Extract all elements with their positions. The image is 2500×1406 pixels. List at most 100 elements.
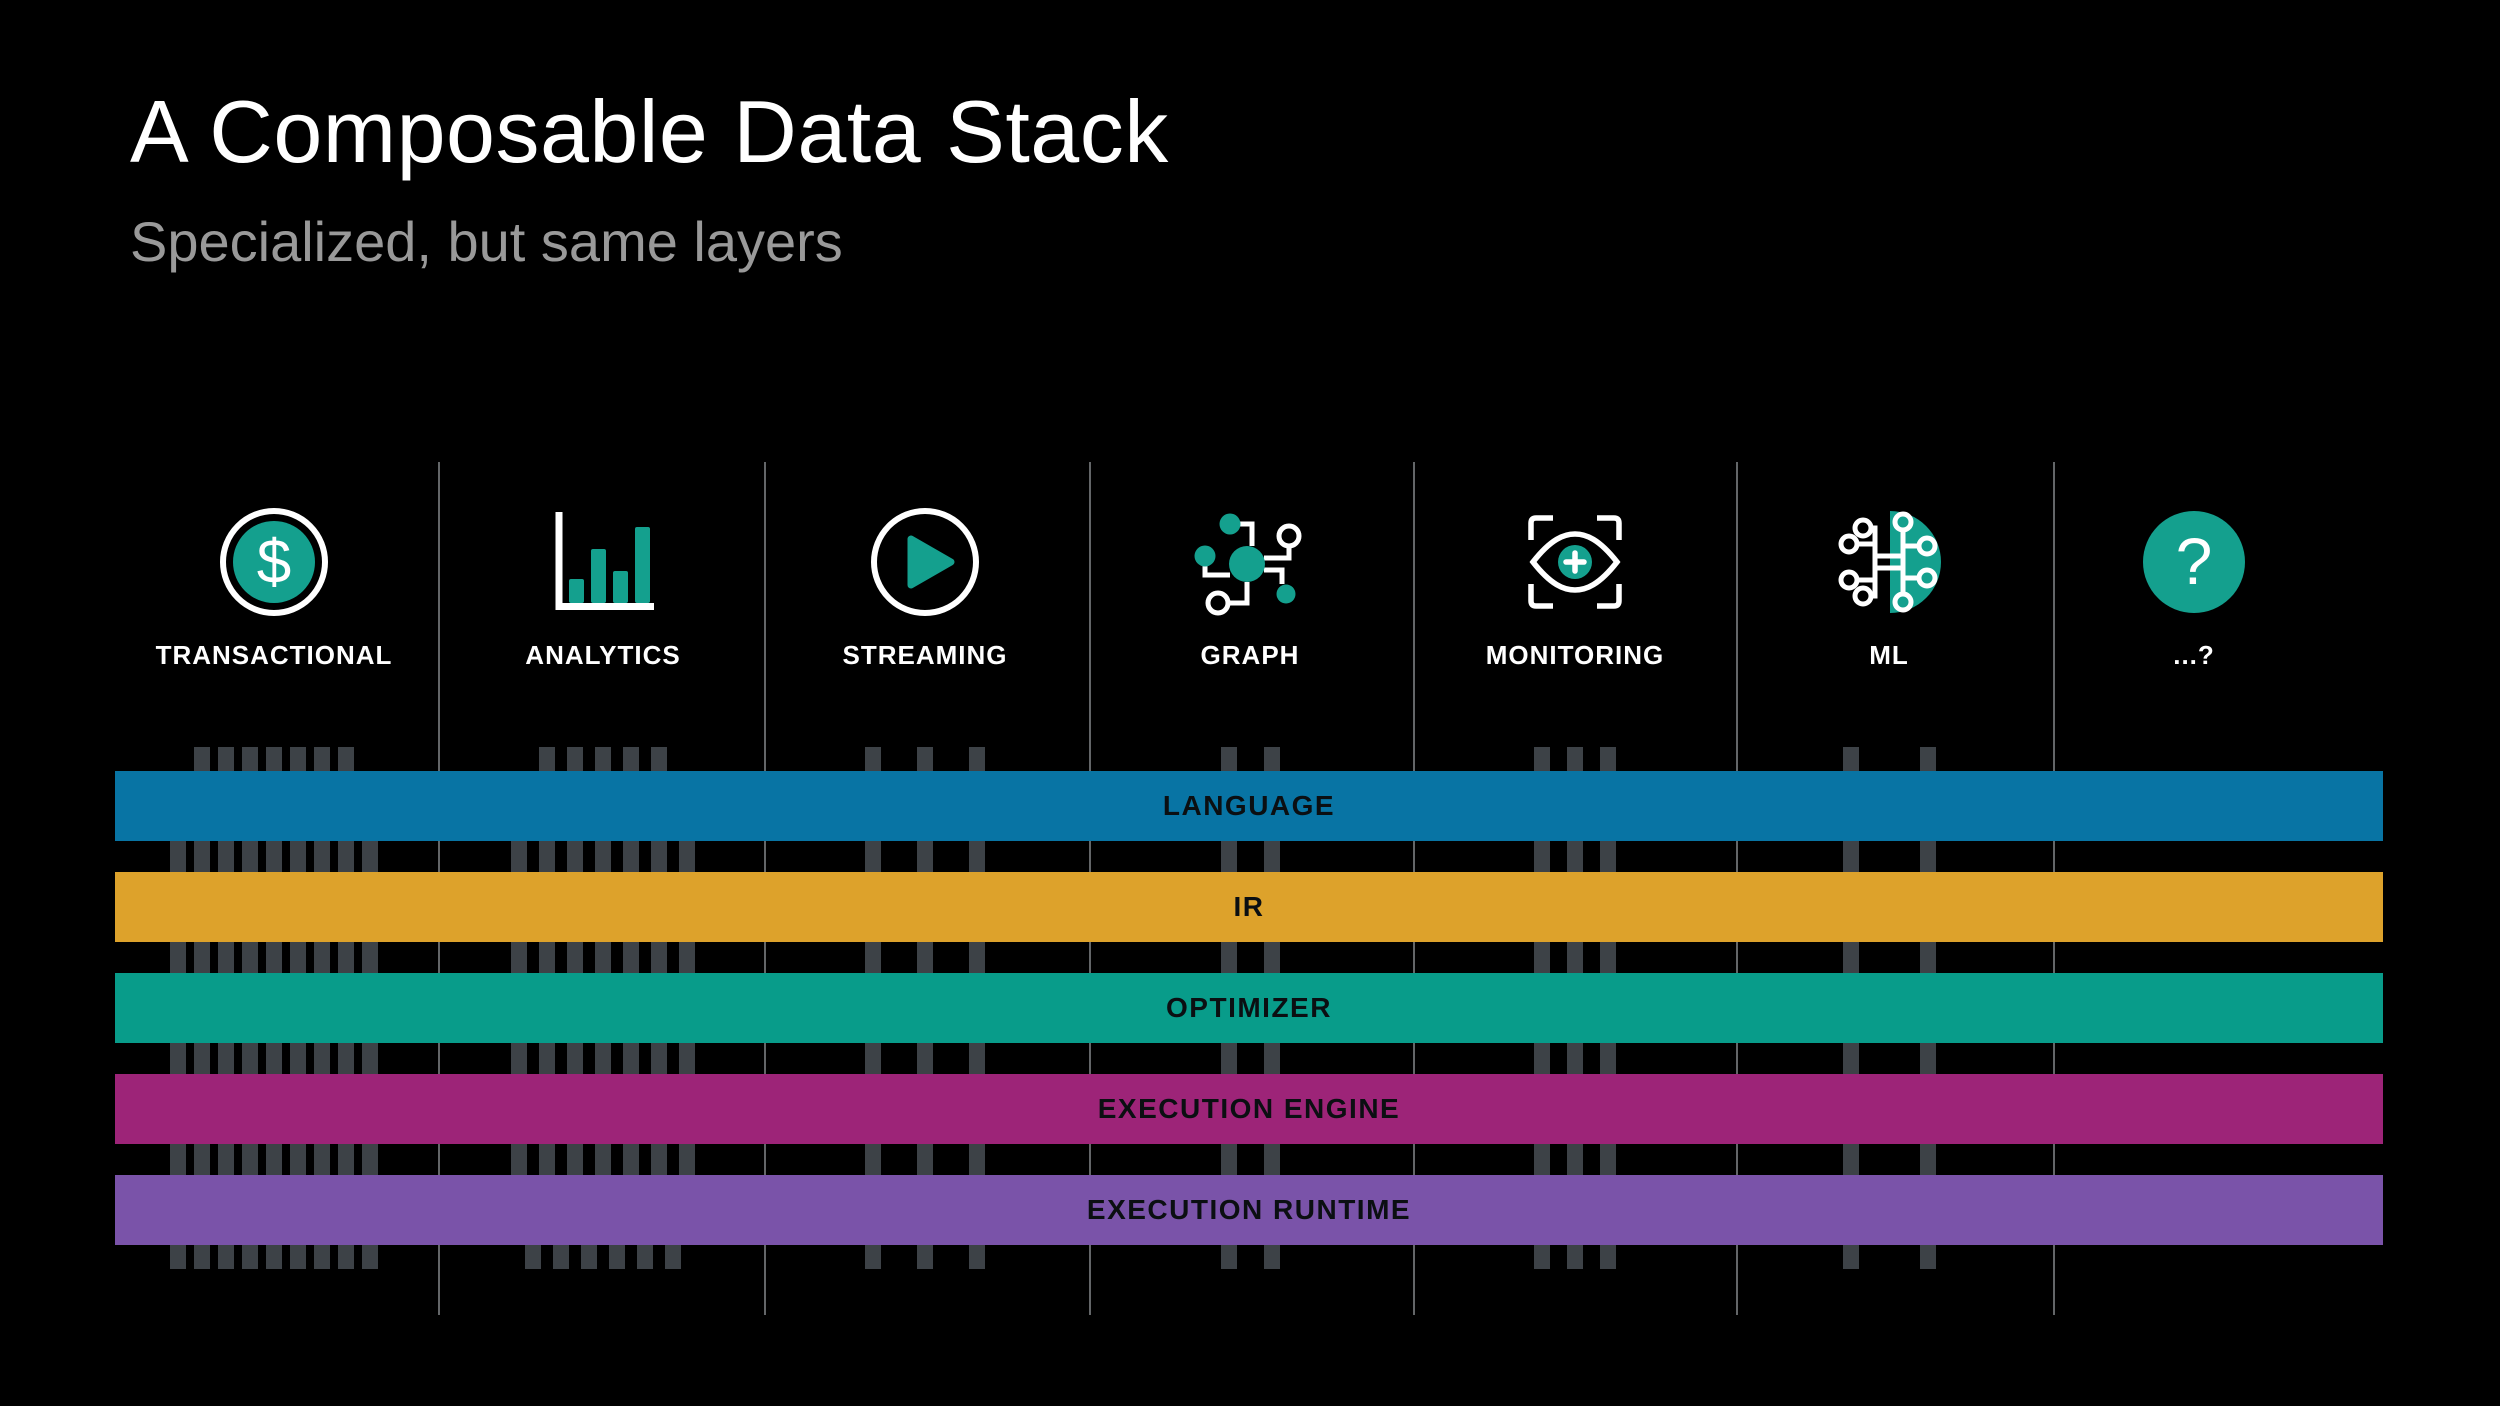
- connector-pin: [314, 1245, 330, 1269]
- connector-pin: [865, 942, 881, 973]
- column-streaming: STREAMING: [775, 498, 1075, 671]
- connector-pin: [218, 1144, 234, 1175]
- connector-pin: [1919, 942, 1936, 973]
- connector-pin: [314, 1144, 330, 1175]
- page-title: A Composable Data Stack: [130, 82, 1169, 181]
- connector-pin: [1919, 747, 1936, 771]
- connector-pin: [362, 841, 378, 872]
- connector-pin: [314, 841, 330, 872]
- connector-pin: [1263, 942, 1280, 973]
- connector-pin: [511, 841, 527, 872]
- connector-pin: [525, 1245, 541, 1269]
- connector-pin: [1600, 747, 1616, 771]
- connector-pin: [1567, 942, 1583, 973]
- connector-pin: [1600, 1245, 1616, 1269]
- connector-pin: [1534, 942, 1550, 973]
- connector-pin: [1534, 747, 1550, 771]
- connector-pin: [1842, 1043, 1859, 1074]
- connector-pin: [865, 747, 881, 771]
- connector-pin: [338, 747, 354, 771]
- connector-pin: [1220, 747, 1237, 771]
- connector-pin: [595, 747, 611, 771]
- connector-pin: [1220, 1245, 1237, 1269]
- connector-pin: [1220, 1043, 1237, 1074]
- connector-pin: [665, 1245, 681, 1269]
- brain-circuit-icon: [1827, 498, 1951, 626]
- connector-pin: [609, 1245, 625, 1269]
- connector-pin: [1919, 1144, 1936, 1175]
- layer-bar-execution-engine: EXECUTION ENGINE: [115, 1074, 2383, 1144]
- connector-pin: [865, 1245, 881, 1269]
- connector-pin: [1263, 747, 1280, 771]
- connector-pin: [1220, 942, 1237, 973]
- connector-pin: [218, 1043, 234, 1074]
- connector-pin: [567, 942, 583, 973]
- connector-pin: [539, 942, 555, 973]
- connector-pin: [290, 747, 306, 771]
- eye-scan-icon: [1519, 498, 1631, 626]
- connector-pin: [1600, 1043, 1616, 1074]
- layer-bar-ir: IR: [115, 872, 2383, 942]
- connector-pin: [623, 747, 639, 771]
- connector-pin: [242, 1043, 258, 1074]
- connector-pin: [1534, 841, 1550, 872]
- bar-chart-icon: [547, 498, 659, 626]
- connector-pin: [917, 1245, 933, 1269]
- connector-pin: [362, 942, 378, 973]
- connector-pin: [595, 841, 611, 872]
- connector-pin: [651, 1144, 667, 1175]
- connector-pin: [1919, 1245, 1936, 1269]
- connector-pin: [1263, 841, 1280, 872]
- connector-pin: [266, 747, 282, 771]
- connector-pin: [218, 841, 234, 872]
- connector-pin: [595, 1043, 611, 1074]
- layer-label: OPTIMIZER: [1166, 992, 1332, 1023]
- connector-pin: [1534, 1245, 1550, 1269]
- connector-pin: [917, 1144, 933, 1175]
- connector-pin: [290, 841, 306, 872]
- connector-pin: [1842, 841, 1859, 872]
- connector-pin: [539, 1043, 555, 1074]
- connector-pin: [679, 1144, 695, 1175]
- connector-pin: [865, 841, 881, 872]
- connector-pin: [1567, 1245, 1583, 1269]
- connector-pin: [290, 942, 306, 973]
- connector-pin: [651, 747, 667, 771]
- connector-pin: [338, 942, 354, 973]
- connector-pin: [194, 942, 210, 973]
- connector-pin: [266, 1043, 282, 1074]
- connector-pin: [290, 1043, 306, 1074]
- connector-pin: [637, 1245, 653, 1269]
- connector-pin: [170, 1144, 186, 1175]
- layer-bar-language: LANGUAGE: [115, 771, 2383, 841]
- connector-pin: [362, 1245, 378, 1269]
- connector-pin: [969, 1043, 985, 1074]
- connector-pin: [917, 747, 933, 771]
- connector-pin: [1263, 1144, 1280, 1175]
- connector-pin: [679, 942, 695, 973]
- layer-label: IR: [1233, 891, 1265, 922]
- connector-pin: [623, 1144, 639, 1175]
- connector-pin: [865, 1144, 881, 1175]
- connector-pin: [1600, 841, 1616, 872]
- connector-pin: [1567, 841, 1583, 872]
- connector-pin: [511, 1144, 527, 1175]
- connector-pin: [194, 1144, 210, 1175]
- connector-pin: [218, 1245, 234, 1269]
- connector-pin: [1220, 1144, 1237, 1175]
- column-monitoring: MONITORING: [1425, 498, 1725, 671]
- column-label: ANALYTICS: [525, 640, 681, 670]
- connector-pin: [917, 841, 933, 872]
- dollar-icon: $: [218, 498, 330, 626]
- connector-pin: [1567, 1144, 1583, 1175]
- connector-pin: [242, 841, 258, 872]
- connector-pin: [170, 1245, 186, 1269]
- connector-pin: [290, 1144, 306, 1175]
- connector-pin: [679, 841, 695, 872]
- layer-label: LANGUAGE: [1162, 790, 1336, 821]
- dollar-glyph: $: [257, 528, 291, 597]
- column-label: ...?: [2173, 640, 2215, 670]
- connector-pin: [969, 841, 985, 872]
- connector-pin: [242, 747, 258, 771]
- connector-pin: [623, 841, 639, 872]
